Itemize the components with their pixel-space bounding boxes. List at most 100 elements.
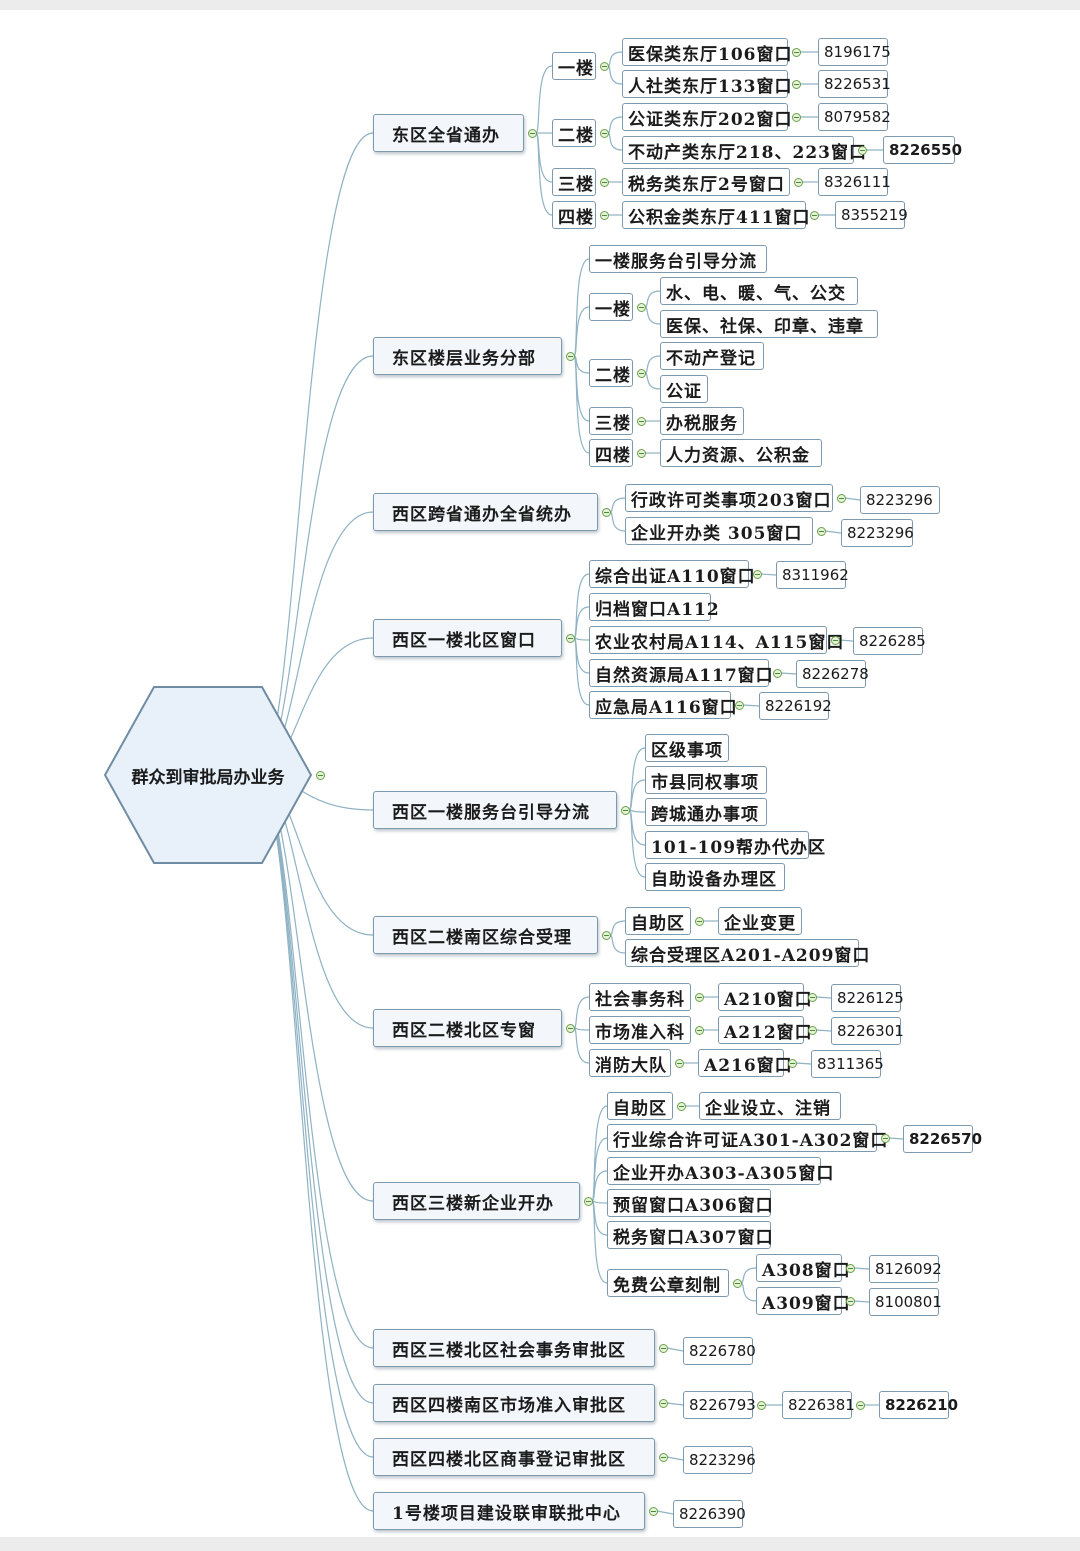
collapse-toggle-icon[interactable] bbox=[565, 351, 575, 361]
collapse-toggle-icon[interactable] bbox=[599, 210, 609, 220]
topic-node[interactable]: 一楼服务台引导分流 bbox=[589, 245, 767, 273]
topic-node[interactable]: 行业综合许可证A301-A302窗口 bbox=[607, 1124, 887, 1152]
collapse-toggle-icon[interactable] bbox=[793, 177, 803, 187]
collapse-toggle-icon[interactable] bbox=[787, 1058, 797, 1068]
topic-node[interactable]: 消防大队 bbox=[589, 1049, 671, 1077]
branch-topic-node[interactable]: 西区跨省通办全省统办 bbox=[373, 493, 598, 531]
branch-topic-node[interactable]: 西区三楼新企业开办 bbox=[373, 1182, 580, 1220]
collapse-toggle-icon[interactable] bbox=[807, 1025, 817, 1035]
root-hexagon[interactable] bbox=[104, 686, 312, 864]
topic-node[interactable]: 社会事务科 bbox=[589, 983, 691, 1011]
topic-node[interactable]: 四楼 bbox=[589, 439, 633, 467]
topic-node[interactable]: 不动产类东厅218、223窗口 bbox=[622, 136, 866, 164]
collapse-toggle-icon[interactable] bbox=[836, 493, 846, 503]
phone-number-node[interactable]: 8311365 bbox=[811, 1050, 884, 1078]
phone-number-node[interactable]: 8226381 bbox=[782, 1391, 855, 1419]
topic-node[interactable]: A216窗口 bbox=[698, 1049, 792, 1077]
branch-topic-node[interactable]: 西区四楼北区商事登记审批区 bbox=[373, 1438, 655, 1476]
topic-node[interactable]: A308窗口 bbox=[756, 1254, 850, 1282]
collapse-toggle-icon[interactable] bbox=[565, 1023, 575, 1033]
topic-node[interactable]: 应急局A116窗口 bbox=[589, 691, 737, 719]
collapse-toggle-icon[interactable] bbox=[734, 700, 744, 710]
collapse-toggle-icon[interactable] bbox=[601, 930, 611, 940]
collapse-toggle-icon[interactable] bbox=[648, 1506, 658, 1516]
collapse-toggle-icon[interactable] bbox=[732, 1278, 742, 1288]
phone-number-node[interactable]: 8079582 bbox=[818, 103, 891, 131]
topic-node[interactable]: 一楼 bbox=[552, 52, 596, 80]
phone-number-node[interactable]: 8226550 bbox=[883, 136, 962, 164]
collapse-toggle-icon[interactable] bbox=[583, 1196, 593, 1206]
phone-number-node[interactable]: 8126092 bbox=[869, 1255, 942, 1283]
phone-number-node[interactable]: 8226570 bbox=[903, 1125, 982, 1153]
collapse-toggle-icon[interactable] bbox=[791, 47, 801, 57]
phone-number-node[interactable]: 8226301 bbox=[831, 1017, 904, 1045]
collapse-toggle-icon[interactable] bbox=[636, 368, 646, 378]
topic-node[interactable]: 二楼 bbox=[589, 359, 633, 387]
collapse-toggle-icon[interactable] bbox=[857, 145, 867, 155]
topic-node[interactable]: 办税服务 bbox=[660, 407, 744, 435]
collapse-toggle-icon[interactable] bbox=[752, 569, 762, 579]
phone-number-node[interactable]: 8196175 bbox=[818, 38, 891, 66]
collapse-toggle-icon[interactable] bbox=[620, 805, 630, 815]
collapse-toggle-icon[interactable] bbox=[816, 526, 826, 536]
topic-node[interactable]: 市县同权事项 bbox=[645, 766, 767, 794]
topic-node[interactable]: 区级事项 bbox=[645, 734, 729, 762]
topic-node[interactable]: 四楼 bbox=[552, 201, 596, 229]
topic-node[interactable]: 归档窗口A112 bbox=[589, 593, 719, 621]
collapse-toggle-icon[interactable] bbox=[756, 1400, 766, 1410]
phone-number-node[interactable]: 8223296 bbox=[841, 519, 914, 547]
collapse-toggle-icon[interactable] bbox=[636, 448, 646, 458]
phone-number-node[interactable]: 8226210 bbox=[879, 1391, 958, 1419]
collapse-toggle-icon[interactable] bbox=[565, 633, 575, 643]
topic-node[interactable]: A309窗口 bbox=[756, 1287, 850, 1315]
collapse-toggle-icon[interactable] bbox=[845, 1296, 855, 1306]
topic-node[interactable]: 企业变更 bbox=[718, 907, 802, 935]
topic-node[interactable]: 农业农村局A114、A115窗口 bbox=[589, 626, 843, 654]
topic-node[interactable]: 三楼 bbox=[589, 407, 633, 435]
phone-number-node[interactable]: 8226390 bbox=[673, 1500, 746, 1528]
branch-topic-node[interactable]: 东区全省通办 bbox=[373, 114, 524, 152]
topic-node[interactable]: 二楼 bbox=[552, 119, 596, 147]
phone-number-node[interactable]: 8226192 bbox=[759, 692, 832, 720]
collapse-toggle-icon[interactable] bbox=[845, 1263, 855, 1273]
collapse-toggle-icon[interactable] bbox=[809, 210, 819, 220]
topic-node[interactable]: 人社类东厅133窗口 bbox=[622, 70, 792, 98]
collapse-toggle-icon[interactable] bbox=[599, 128, 609, 138]
collapse-toggle-icon[interactable] bbox=[636, 416, 646, 426]
phone-number-node[interactable]: 8223296 bbox=[683, 1446, 756, 1474]
collapse-toggle-icon[interactable] bbox=[807, 992, 817, 1002]
collapse-toggle-icon[interactable] bbox=[315, 770, 325, 780]
topic-node[interactable]: 企业开办A303-A305窗口 bbox=[607, 1157, 833, 1185]
branch-topic-node[interactable]: 西区一楼服务台引导分流 bbox=[373, 791, 617, 829]
branch-topic-node[interactable]: 西区二楼北区专窗 bbox=[373, 1009, 562, 1047]
collapse-toggle-icon[interactable] bbox=[674, 1058, 684, 1068]
topic-node[interactable]: 水、电、暖、气、公交 bbox=[660, 277, 858, 305]
collapse-toggle-icon[interactable] bbox=[830, 635, 840, 645]
branch-topic-node[interactable]: 西区四楼南区市场准入审批区 bbox=[373, 1384, 655, 1422]
collapse-toggle-icon[interactable] bbox=[599, 177, 609, 187]
topic-node[interactable]: 税务类东厅2号窗口 bbox=[622, 168, 790, 196]
collapse-toggle-icon[interactable] bbox=[527, 128, 537, 138]
phone-number-node[interactable]: 8226278 bbox=[796, 660, 869, 688]
topic-node[interactable]: 不动产登记 bbox=[660, 342, 764, 370]
collapse-toggle-icon[interactable] bbox=[694, 992, 704, 1002]
topic-node[interactable]: 行政许可类事项203窗口 bbox=[625, 484, 833, 512]
collapse-toggle-icon[interactable] bbox=[599, 61, 609, 71]
topic-node[interactable]: 跨城通办事项 bbox=[645, 798, 767, 826]
branch-topic-node[interactable]: 西区一楼北区窗口 bbox=[373, 619, 562, 657]
topic-node[interactable]: 市场准入科 bbox=[589, 1016, 691, 1044]
phone-number-node[interactable]: 8226531 bbox=[818, 70, 891, 98]
phone-number-node[interactable]: 8311962 bbox=[776, 561, 849, 589]
phone-number-node[interactable]: 8226285 bbox=[853, 627, 926, 655]
topic-node[interactable]: 自然资源局A117窗口 bbox=[589, 659, 773, 687]
topic-node[interactable]: 企业设立、注销 bbox=[699, 1092, 841, 1120]
collapse-toggle-icon[interactable] bbox=[601, 507, 611, 517]
collapse-toggle-icon[interactable] bbox=[658, 1452, 668, 1462]
collapse-toggle-icon[interactable] bbox=[855, 1400, 865, 1410]
collapse-toggle-icon[interactable] bbox=[880, 1133, 890, 1143]
phone-number-node[interactable]: 8226793 bbox=[683, 1391, 756, 1419]
phone-number-node[interactable]: 8355219 bbox=[835, 201, 908, 229]
phone-number-node[interactable]: 8226780 bbox=[683, 1337, 756, 1365]
branch-topic-node[interactable]: 东区楼层业务分部 bbox=[373, 337, 562, 375]
phone-number-node[interactable]: 8326111 bbox=[818, 168, 891, 196]
